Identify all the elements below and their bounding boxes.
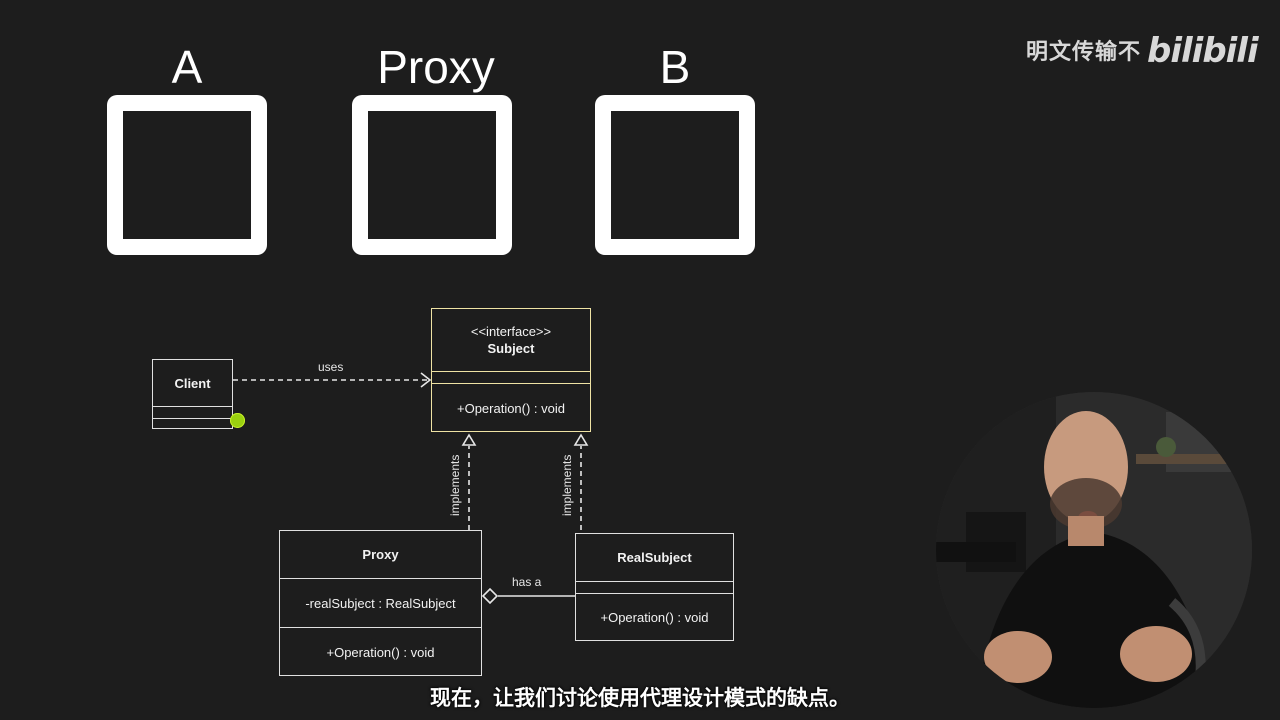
implements-left-arrowhead bbox=[461, 433, 477, 446]
subject-stereotype: <<interface>> bbox=[470, 324, 552, 339]
cursor-pointer-dot bbox=[230, 413, 245, 428]
watermark-text: 明文传输不 bbox=[1026, 40, 1142, 65]
presenter-image bbox=[936, 392, 1252, 708]
implements-left-label: implements bbox=[448, 454, 462, 516]
proxy-field: -realSubject : RealSubject bbox=[305, 595, 456, 611]
box-b-title: B bbox=[659, 41, 691, 93]
real-subject-class: RealSubject +Operation() : void bbox=[575, 533, 734, 641]
implements-right-arrowhead bbox=[573, 433, 589, 446]
real-subject-name: RealSubject bbox=[617, 550, 692, 565]
subject-class: <<interface>> Subject +Operation() : voi… bbox=[431, 308, 591, 432]
subject-name: Subject bbox=[487, 341, 535, 356]
box-b bbox=[595, 95, 755, 255]
proxy-name: Proxy bbox=[362, 547, 399, 562]
box-a bbox=[107, 95, 267, 255]
proxy-class: Proxy -realSubject : RealSubject +Operat… bbox=[279, 530, 482, 676]
proxy-method: +Operation() : void bbox=[326, 644, 435, 660]
video-subtitle: 现在，让我们讨论使用代理设计模式的缺点。 bbox=[430, 686, 850, 710]
uses-label: uses bbox=[318, 360, 344, 374]
real-subject-method: +Operation() : void bbox=[600, 610, 709, 625]
presenter-webcam bbox=[936, 392, 1252, 708]
has-a-label: has a bbox=[512, 575, 542, 589]
box-proxy bbox=[352, 95, 512, 255]
box-proxy-title: Proxy bbox=[377, 41, 495, 93]
client-name: Client bbox=[174, 375, 211, 391]
subject-method: +Operation() : void bbox=[456, 400, 566, 416]
client-class: Client bbox=[152, 359, 233, 429]
box-a-title: A bbox=[171, 41, 203, 93]
bilibili-logo-icon: bilibili bbox=[1147, 31, 1259, 71]
uses-arrowhead bbox=[420, 372, 432, 388]
implements-right-label: implements bbox=[560, 454, 574, 516]
has-a-diamond bbox=[481, 587, 499, 605]
